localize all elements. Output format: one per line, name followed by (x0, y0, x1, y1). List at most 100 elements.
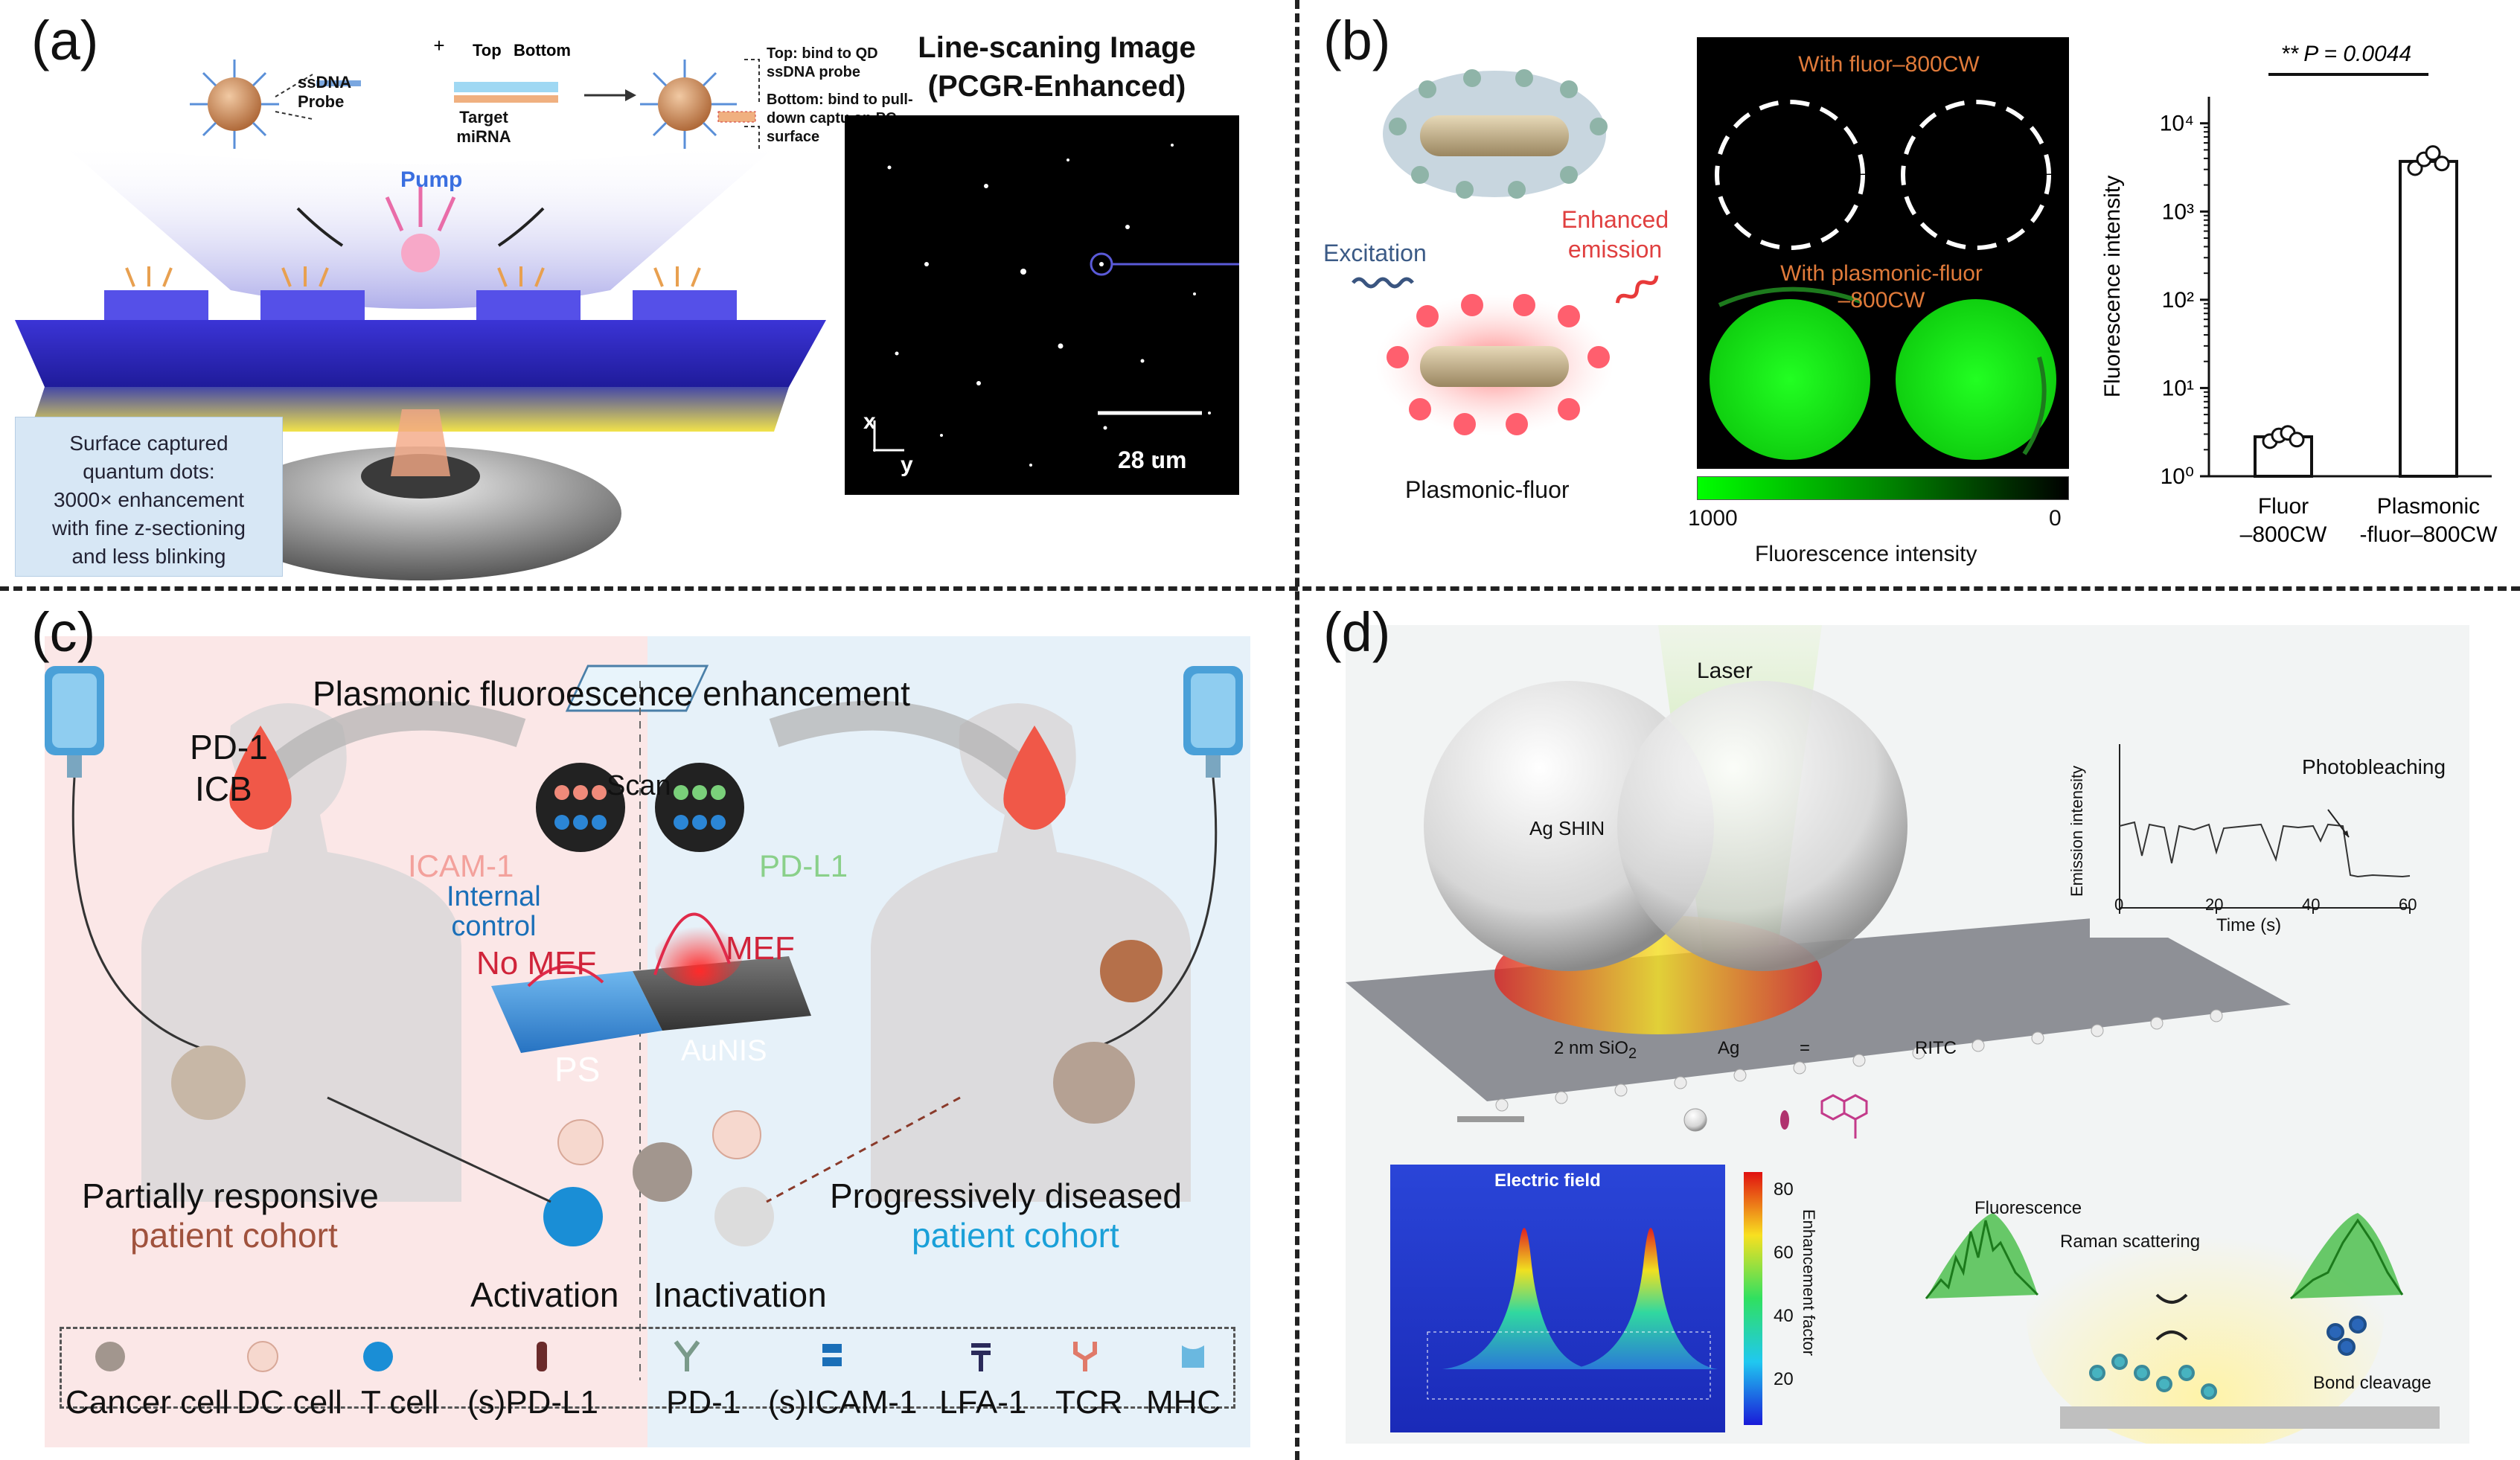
trace-ylabel: Emission intensity (2068, 765, 2086, 897)
caption-line: Surface captured (69, 432, 228, 455)
target-label: Target miRNA (456, 108, 511, 146)
left-human-silhouette-icon (141, 703, 461, 1202)
electric-field-map (1390, 1165, 1762, 1432)
legend-item: TCR (1055, 1384, 1123, 1421)
scale-bar-label: 28 um (1118, 446, 1187, 473)
c-legend (60, 1327, 1235, 1409)
emission-wave-icon (1615, 275, 1659, 304)
legend-t-cell-icon (363, 1342, 393, 1371)
legend-ag-icon (1683, 1108, 1707, 1132)
image-top-label: With fluor–800CW (1798, 52, 1980, 77)
qd-bound-icon (640, 60, 756, 149)
panel-c-label: (c) (31, 601, 96, 663)
legend-ritc-label: RITC (1915, 1038, 1957, 1058)
partially-cohort-label: patient cohort (130, 1216, 338, 1255)
image-bottom-line-1: With plasmonic-fluor (1780, 261, 1983, 286)
line-scan-image (845, 115, 1239, 495)
internal-line-2: control (451, 911, 537, 942)
inactivation-t-cell-icon (714, 1187, 774, 1246)
left-spectrum-icon (1926, 1213, 2038, 1299)
photobleaching-label: Photobleaching (2302, 755, 2446, 778)
aunis-chip-icon (633, 912, 811, 1031)
top-label: Top (473, 41, 502, 60)
laser-label: Laser (1697, 659, 1753, 683)
legend-tcr-icon (1073, 1342, 1097, 1371)
y-tick-label: 10¹ (2162, 376, 2194, 400)
right-tumor-icon (1053, 1042, 1135, 1124)
qd-probe-icon (190, 60, 279, 149)
panel-c: (c) (0, 592, 1291, 1460)
svg-text:Plasmonic: Plasmonic (2377, 494, 2480, 519)
x-tick-label-0: Fluor –800CW (2240, 494, 2327, 547)
aunis-label: AuNIS (681, 1034, 767, 1067)
nanorod-top-icon (1383, 69, 1608, 199)
legend-icam1-icon (822, 1344, 842, 1366)
panel-b: (b) (1301, 0, 2520, 584)
axis-x-label: x (863, 409, 876, 434)
y-tick-label: 10⁰ (2161, 464, 2194, 489)
data-point (2434, 156, 2450, 172)
field-colorbar-title: Enhancement factor (1800, 1209, 1818, 1356)
panel-a-label: (a) (31, 10, 99, 71)
ag-shin-label: Ag SHIN (1529, 817, 1605, 839)
right-blood-drop-icon (1003, 726, 1066, 830)
legend-lfa1-icon (971, 1343, 991, 1371)
legend-item: LFA-1 (939, 1384, 1027, 1421)
legend-pd1-icon (674, 1340, 700, 1371)
pd1-label: PD-1 (190, 728, 268, 766)
left-blood-drop-icon (229, 726, 292, 830)
x-tick-label-1: Plasmonic-fluor–800CW (2359, 494, 2498, 547)
emission-trace-line (2119, 821, 2411, 878)
legend-item: MHC (1146, 1384, 1221, 1421)
legend-sio2-swatch (1457, 1116, 1524, 1122)
enhanced-line-1: Enhanced (1561, 206, 1669, 233)
probe-label: ssDNA Probe (298, 73, 351, 111)
y-tick-label: 10³ (2162, 199, 2194, 224)
legend-ag-label: Ag (1718, 1038, 1740, 1058)
field-tick: 60 (1774, 1243, 1794, 1263)
note-top: Top: bind to QD ssDNA probe (767, 45, 878, 80)
panel-d-label: (d) (1323, 601, 1391, 663)
progressively-cohort-label: patient cohort (912, 1216, 1119, 1255)
excitation-wave-icon (1352, 277, 1414, 289)
field-tick: 40 (1774, 1306, 1794, 1326)
well-plate-icon (565, 665, 709, 712)
legend-ritc-swatch (1780, 1110, 1789, 1130)
mef-label: MEF (726, 930, 795, 967)
cleaved-fragment-icon (2326, 1316, 2367, 1356)
svg-text:Fluor: Fluor (2258, 494, 2309, 519)
note-bottom: Bottom: bind to pull-down captu on PC su… (767, 92, 913, 145)
plus-sign: + (433, 34, 444, 57)
left-tumor-icon (171, 1046, 246, 1120)
field-tick: 20 (1774, 1369, 1794, 1389)
y-tick-label: 10² (2162, 288, 2194, 313)
colorbar-title: Fluorescence intensity (1755, 542, 1977, 566)
line-scan-title-2: (PCGR-Enhanced) (927, 70, 1186, 103)
activation-label: Activation (470, 1275, 619, 1314)
legend-item: PD-1 (666, 1384, 741, 1421)
emission-trace-inset (2090, 729, 2440, 938)
panel-b-label: (b) (1323, 10, 1391, 71)
axis-y-label: y (901, 452, 913, 477)
legend-item: DC cell (237, 1384, 342, 1421)
raman-label: Raman scattering (2060, 1232, 2201, 1252)
activation-dc-cell-icon (557, 1119, 604, 1165)
y-tick-label: 10⁴ (2160, 112, 2194, 136)
legend-item: Cancer cell (65, 1384, 230, 1421)
partially-label: Partially responsive (82, 1176, 379, 1215)
fluorescence-image (1697, 37, 2069, 469)
ps-chip-icon (491, 964, 662, 1053)
caption-line: and less blinking (71, 545, 226, 568)
legend-pdl1-icon (537, 1342, 547, 1371)
caption-line: 3000× enhancement (53, 488, 245, 511)
image-bottom-line-2: –800CW (1838, 288, 1925, 313)
caption-line: with fine z-sectioning (52, 516, 246, 540)
bar-1 (2399, 159, 2458, 478)
bond-cleavage-label: Bond cleavage (2313, 1373, 2431, 1393)
trace-xlabel: Time (s) (2216, 915, 2282, 935)
svg-text:–800CW: –800CW (2240, 522, 2327, 547)
inactivation-label: Inactivation (653, 1275, 827, 1314)
trace-xtick: 20 (2205, 895, 2224, 914)
panel-a: (a) + Top Bottom (0, 0, 1291, 584)
data-point (2289, 432, 2305, 448)
